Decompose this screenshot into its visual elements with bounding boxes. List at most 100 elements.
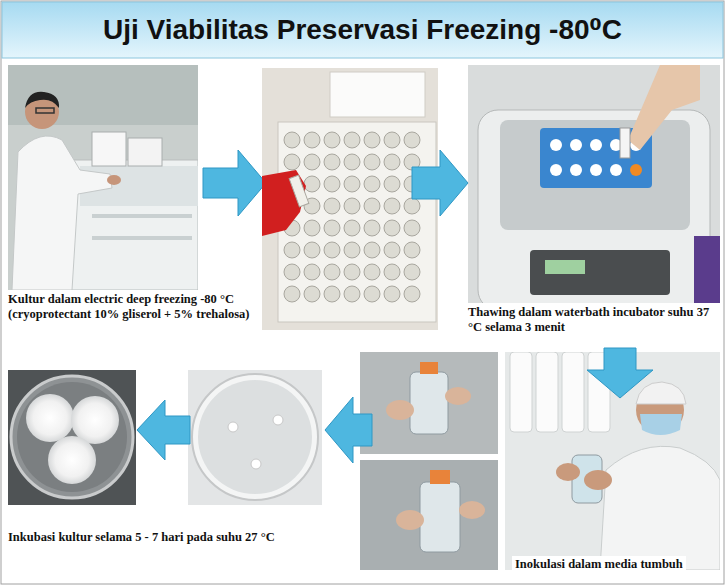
tube-box-photo-part bbox=[404, 286, 420, 302]
tube-box-photo-part bbox=[304, 154, 320, 170]
freezer-photo-part bbox=[92, 132, 126, 166]
waterbath-photo-part bbox=[694, 236, 720, 303]
freezer-photo-part bbox=[92, 236, 192, 240]
inoculation-photo-part bbox=[386, 400, 414, 420]
tube-box-photo-part bbox=[324, 176, 340, 192]
waterbath-photo-part bbox=[545, 260, 585, 274]
step-caption: Thawing dalam waterbath incubator suhu 3… bbox=[468, 305, 718, 335]
freezer-photo-part bbox=[92, 214, 192, 218]
tube-box-photo-part bbox=[344, 176, 360, 192]
flow-arrow bbox=[587, 348, 653, 398]
petri-dish-grown-colonies-part bbox=[71, 396, 119, 444]
tube-box-photo-part bbox=[324, 264, 340, 280]
tube-box-photo-part bbox=[364, 132, 380, 148]
inoculation-photo-part bbox=[360, 352, 498, 454]
tube-box-photo-part bbox=[284, 264, 300, 280]
freezer-photo-part bbox=[12, 136, 112, 290]
tube-box-photo-part bbox=[284, 132, 300, 148]
step-caption: Inkubasi kultur selama 5 - 7 hari pada s… bbox=[8, 530, 323, 545]
petri-dish-grown-colonies-part bbox=[8, 370, 136, 505]
petri-dish-small-colonies-part bbox=[188, 370, 322, 505]
tube-box-photo-part bbox=[404, 242, 420, 258]
tube-box-photo-part bbox=[324, 154, 340, 170]
tube-box-photo-part bbox=[304, 176, 320, 192]
waterbath-photo-part bbox=[628, 65, 700, 150]
tube-box-photo-part bbox=[304, 264, 320, 280]
waterbath-photo-part bbox=[590, 164, 602, 176]
title-band-part bbox=[2, 2, 723, 58]
tube-box-photo-part bbox=[324, 286, 340, 302]
tube-box-photo-part bbox=[289, 175, 309, 207]
tube-box-photo-part bbox=[324, 198, 340, 214]
freezer-photo-part bbox=[25, 92, 59, 108]
title-area: Uji Viabilitas Preservasi Freezing -80⁰C bbox=[0, 0, 725, 58]
tube-box-photo-part bbox=[384, 198, 400, 214]
tube-box-photo-part bbox=[364, 264, 380, 280]
poster-title: Uji Viabilitas Preservasi Freezing -80⁰C bbox=[103, 13, 622, 46]
step-arrow bbox=[137, 400, 190, 460]
step-panel: Inokulasi dalam media tumbuh bbox=[372, 398, 720, 582]
step-panel: Inkubasi kultur selama 5 - 7 hari pada s… bbox=[5, 365, 325, 582]
waterbath-photo-part bbox=[550, 139, 562, 151]
petri-dish-small-colonies bbox=[188, 370, 322, 505]
step-caption: Inokulasi dalam media tumbuh bbox=[512, 556, 686, 573]
tube-box-photo-part bbox=[344, 286, 360, 302]
tube-box-photo-part bbox=[384, 264, 400, 280]
step-arrow bbox=[203, 150, 266, 216]
technician-photo-part bbox=[562, 352, 584, 432]
inoculation-photo-part bbox=[410, 372, 448, 434]
tube-box-photo-part bbox=[344, 132, 360, 148]
tube-box-photo-part bbox=[330, 72, 425, 117]
freezer-photo-part bbox=[8, 65, 198, 290]
tube-box-photo-part bbox=[284, 154, 300, 170]
freezer-photo bbox=[8, 65, 198, 290]
tube-box-photo-part bbox=[344, 264, 360, 280]
tube-box-photo-part bbox=[364, 242, 380, 258]
tube-box-photo-part bbox=[364, 286, 380, 302]
title-band bbox=[2, 2, 723, 58]
freezer-photo-part bbox=[128, 138, 162, 166]
inoculation-photo-part bbox=[459, 501, 485, 519]
tube-box-photo-part bbox=[404, 132, 420, 148]
waterbath-photo-part bbox=[570, 164, 582, 176]
petri-dish-grown-colonies-part bbox=[26, 394, 74, 442]
tube-box-photo-part bbox=[384, 154, 400, 170]
inoculation-photo-part bbox=[396, 510, 424, 530]
inoculation-photo-part bbox=[445, 387, 471, 405]
tube-box-photo-part bbox=[324, 220, 340, 236]
technician-photo-part bbox=[640, 414, 682, 435]
tube-box-photo-part bbox=[344, 154, 360, 170]
tube-box-photo-part bbox=[304, 132, 320, 148]
step-panel: Kultur dalam electric deep freezing -80 … bbox=[5, 62, 412, 348]
waterbath-photo-part bbox=[620, 128, 630, 158]
tube-box-photo-part bbox=[278, 122, 436, 322]
waterbath-photo-part bbox=[570, 139, 582, 151]
technician-photo-part bbox=[636, 382, 686, 404]
step-arrow-part bbox=[203, 150, 266, 216]
step-arrow-part bbox=[137, 400, 190, 460]
tube-box-photo-part bbox=[404, 264, 420, 280]
inoculation-photo-part bbox=[420, 362, 438, 374]
tube-box-photo-part bbox=[384, 242, 400, 258]
waterbath-photo-part bbox=[630, 164, 642, 176]
petri-dish-small-colonies-part bbox=[251, 459, 261, 469]
tube-box-photo-part bbox=[344, 220, 360, 236]
technician-photo-part bbox=[600, 446, 720, 570]
waterbath-photo-part bbox=[590, 139, 602, 151]
freezer-photo-part bbox=[36, 108, 54, 113]
tube-box-photo-part bbox=[384, 176, 400, 192]
tube-box-photo-part bbox=[304, 286, 320, 302]
petri-dish-grown-colonies-part bbox=[48, 436, 96, 484]
technician-photo-part bbox=[556, 463, 580, 481]
tube-box-photo-part bbox=[324, 242, 340, 258]
step-caption: Kultur dalam electric deep freezing -80 … bbox=[8, 292, 253, 322]
petri-dish-small-colonies-part bbox=[273, 415, 283, 425]
tube-box-photo-part bbox=[284, 132, 420, 302]
waterbath-photo-part bbox=[610, 164, 622, 176]
inoculation-photo bbox=[360, 352, 498, 570]
tube-box-photo-part bbox=[384, 220, 400, 236]
tube-box-photo-part bbox=[284, 242, 300, 258]
